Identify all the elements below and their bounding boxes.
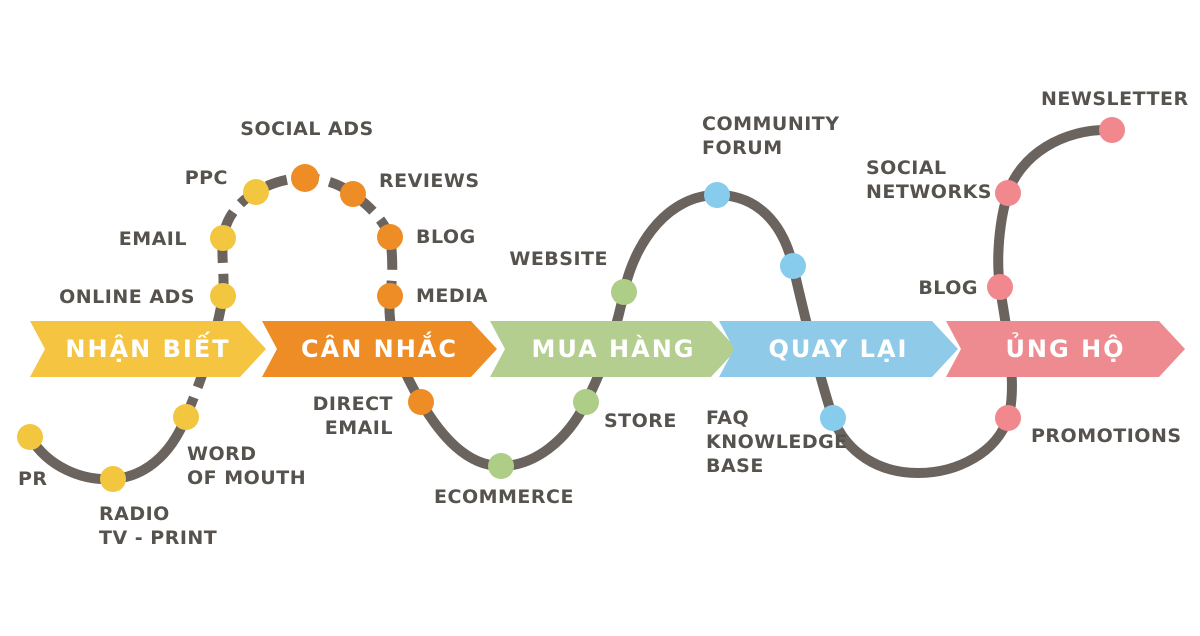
touchpoint-label-word-of-mouth: WORD OF MOUTH: [187, 443, 307, 489]
stage-arrow-retention: [719, 321, 958, 377]
touchpoint-dot-direct-email: [408, 389, 434, 415]
touchpoint-label-website: WEBSITE: [509, 248, 608, 270]
touchpoint-label-faq-knowledge-base: FAQ KNOWLEDGE BASE: [706, 407, 848, 477]
touchpoint-dot-pr: [17, 424, 43, 450]
touchpoint-dot-website: [611, 279, 637, 305]
touchpoint-dot-online-ads: [210, 283, 236, 309]
touchpoint-dot-retention-mid: [780, 253, 806, 279]
touchpoint-dot-faq-knowledge-base: [820, 405, 846, 431]
stage-arrow-advocacy: [946, 321, 1185, 377]
touchpoint-dot-word-of-mouth: [173, 404, 199, 430]
touchpoint-dot-ppc: [243, 179, 269, 205]
touchpoint-dot-reviews: [340, 181, 366, 207]
touchpoint-dot-ecommerce: [488, 453, 514, 479]
touchpoint-dot-promotions: [995, 405, 1021, 431]
touchpoint-dot-blog-advocacy: [987, 274, 1013, 300]
touchpoint-label-community-forum: COMMUNITY FORUM: [702, 113, 840, 159]
stage-arrow-consideration: [262, 321, 497, 377]
touchpoint-dot-blog-consideration: [377, 224, 403, 250]
touchpoint-label-blog-advocacy: BLOG: [918, 277, 978, 299]
touchpoint-dot-store: [573, 389, 599, 415]
touchpoint-label-ecommerce: ECOMMERCE: [434, 486, 574, 508]
touchpoint-dot-community-forum: [704, 182, 730, 208]
touchpoint-dot-media: [377, 283, 403, 309]
stage-label-awareness: NHẬN BIẾT: [65, 335, 231, 363]
touchpoint-label-radio-tv-print: RADIO TV - PRINT: [99, 503, 218, 549]
touchpoint-label-store: STORE: [604, 410, 677, 432]
touchpoint-label-email: EMAIL: [118, 228, 187, 250]
touchpoint-label-pr: PR: [18, 468, 48, 490]
stage-label-purchase: MUA HÀNG: [531, 335, 696, 363]
touchpoint-label-ppc: PPC: [184, 167, 228, 189]
touchpoint-dot-newsletter: [1099, 117, 1125, 143]
touchpoint-label-reviews: REVIEWS: [379, 170, 480, 192]
stage-arrow-awareness: [30, 321, 266, 377]
stage-label-retention: QUAY LẠI: [768, 335, 909, 363]
stage-label-advocacy: ỦNG HỘ: [1005, 335, 1126, 363]
touchpoint-label-social-networks: SOCIAL NETWORKS: [866, 157, 992, 203]
stage-label-consideration: CÂN NHẮC: [301, 335, 458, 363]
touchpoint-label-blog-consideration: BLOG: [416, 226, 476, 248]
touchpoint-dot-social-networks: [995, 180, 1021, 206]
touchpoint-label-social-ads: SOCIAL ADS: [240, 118, 374, 140]
touchpoint-dot-social-ads: [291, 164, 319, 192]
touchpoint-label-media: MEDIA: [416, 285, 488, 307]
touchpoint-label-direct-email: DIRECT EMAIL: [312, 393, 393, 439]
touchpoint-label-promotions: PROMOTIONS: [1031, 425, 1182, 447]
stage-arrow-purchase: [490, 321, 737, 377]
touchpoint-dot-email: [210, 225, 236, 251]
touchpoint-dot-radio-tv-print: [100, 466, 126, 492]
touchpoint-label-online-ads: ONLINE ADS: [59, 286, 195, 308]
touchpoint-label-newsletter: NEWSLETTER: [1041, 88, 1189, 110]
